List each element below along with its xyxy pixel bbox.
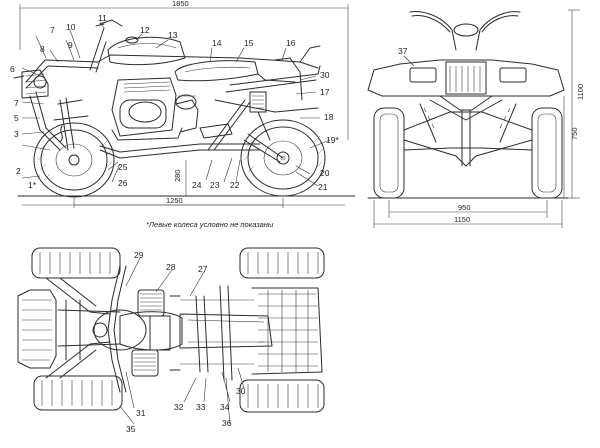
callout-31: 31: [136, 408, 146, 418]
rear-suspension: [199, 91, 284, 163]
front-wheel: [33, 122, 115, 198]
callout-15: 15: [244, 38, 254, 48]
callout-6: 6: [10, 64, 15, 74]
callout-29: 29: [134, 250, 144, 260]
callout-12: 12: [140, 25, 150, 35]
callout-27: 27: [198, 264, 208, 274]
callout-35: 35: [126, 424, 136, 434]
rear-wheel: [240, 119, 326, 197]
callout-4: 5: [14, 113, 19, 123]
callout-2: 2: [16, 166, 21, 176]
callout-16: 16: [286, 38, 296, 48]
front-rack: [13, 69, 49, 99]
callout-30-top: 30: [236, 386, 246, 396]
dim-body-height: 750: [570, 127, 579, 140]
callout-22: 22: [230, 180, 240, 190]
seat: [174, 60, 296, 83]
callout-26: 26: [118, 178, 128, 188]
side-view: 1850: [10, 0, 356, 229]
callout-10: 10: [66, 22, 76, 32]
callout-32: 32: [174, 402, 184, 412]
callout-30-side: 30: [320, 70, 330, 80]
callout-37: 37: [398, 46, 408, 56]
callout-20: 20: [320, 168, 330, 178]
dim-wheelbase: 1250: [166, 196, 183, 205]
callout-23: 23: [210, 180, 220, 190]
callout-8: 8: [40, 44, 45, 54]
callout-3: 3: [14, 129, 19, 139]
top-view: 29 28 27 31 35 32 33 34 30 36: [17, 247, 325, 434]
dim-ground-clearance: 280: [173, 169, 182, 182]
dim-overall-length: 1850: [172, 0, 189, 8]
fuel-tank: [107, 36, 186, 66]
callout-19: 19*: [326, 135, 339, 145]
front-view: 1100 750 950 1150 37: [367, 9, 585, 228]
callout-36: 36: [222, 418, 232, 428]
engine: [111, 77, 199, 141]
callout-9: 9: [68, 40, 73, 50]
dim-track-width: 950: [458, 203, 471, 212]
callout-17: 17: [320, 87, 330, 97]
callout-11: 11: [98, 13, 107, 23]
front-fork: [53, 19, 123, 151]
callout-7: 7: [50, 25, 55, 35]
callout-5: 7: [14, 98, 19, 108]
callout-34: 34: [220, 402, 230, 412]
dim-overall-height: 1100: [576, 84, 585, 100]
callout-33: 33: [196, 402, 206, 412]
side-view-note: *Левые колеса условно не показаны: [146, 220, 274, 229]
callout-24: 24: [192, 180, 202, 190]
callout-1: 1*: [28, 180, 37, 190]
callout-25: 25: [118, 162, 128, 172]
callout-14: 14: [212, 38, 222, 48]
callout-13: 13: [168, 30, 178, 40]
callout-28: 28: [166, 262, 176, 272]
dim-overall-width: 1150: [454, 215, 470, 224]
frame: [25, 45, 321, 159]
callout-18: 18: [324, 112, 334, 122]
callout-21: 21: [318, 182, 328, 192]
